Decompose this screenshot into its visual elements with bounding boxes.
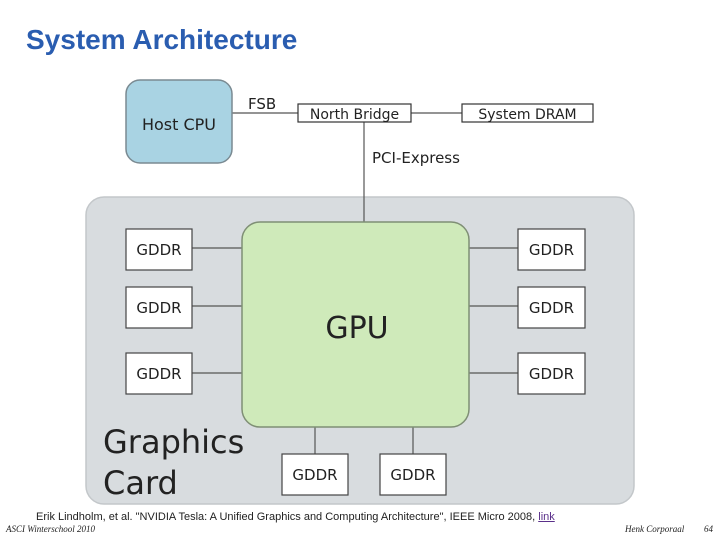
- gddr-label-right-1: GDDR: [529, 241, 574, 259]
- gddr-box-left-3: [125, 352, 193, 395]
- gpu-box: [241, 221, 470, 428]
- gddr-box-right-1: [517, 228, 586, 271]
- gddr-label-bottom-1: GDDR: [292, 466, 337, 484]
- gddr-label-left-2: GDDR: [136, 299, 181, 317]
- gddr-box-right-2: [517, 286, 586, 329]
- system-dram-label: System DRAM: [478, 107, 576, 123]
- host-cpu-box: [125, 79, 233, 164]
- gddr-label-right-3: GDDR: [529, 365, 574, 383]
- connector-lines: [192, 112, 518, 454]
- north-bridge-label: North Bridge: [310, 107, 399, 123]
- gddr-box-bottom-2: [379, 453, 447, 496]
- citation-text: Erik Lindholm, et al. "NVIDIA Tesla: A U…: [36, 511, 539, 523]
- north-bridge-box: [297, 103, 412, 123]
- graphics-card-label-line1: Graphics: [103, 423, 244, 461]
- pci-express-label: PCI-Express: [372, 149, 460, 167]
- citation-link[interactable]: link: [538, 511, 555, 523]
- gddr-box-bottom-1: [281, 453, 349, 496]
- gddr-label-left-1: GDDR: [136, 241, 181, 259]
- gpu-label: GPU: [325, 311, 388, 346]
- footer-left: ASCI Winterschool 2010: [6, 524, 95, 534]
- page-number: 64: [704, 524, 713, 534]
- slide-title: System Architecture: [26, 24, 298, 55]
- citation: Erik Lindholm, et al. "NVIDIA Tesla: A U…: [36, 511, 555, 523]
- gddr-label-bottom-2: GDDR: [390, 466, 435, 484]
- gddr-box-right-3: [517, 352, 586, 395]
- system-dram-box: [461, 103, 594, 123]
- gddr-label-left-3: GDDR: [136, 365, 181, 383]
- gddr-label-right-2: GDDR: [529, 299, 574, 317]
- host-cpu-label: Host CPU: [142, 115, 216, 134]
- gddr-box-left-1: [125, 228, 193, 271]
- gddr-box-left-2: [125, 286, 193, 329]
- fsb-label: FSB: [248, 95, 276, 113]
- footer-author: Henk Corporaal: [625, 524, 685, 534]
- graphics-card-label-line2: Card: [103, 464, 178, 502]
